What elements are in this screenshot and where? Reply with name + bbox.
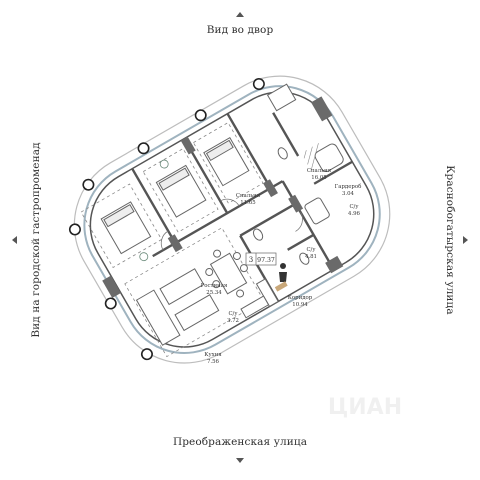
zone-outlines xyxy=(80,122,265,358)
badge-rooms: 3 xyxy=(249,256,253,264)
caption-bottom: Преображенская улица xyxy=(172,436,308,448)
arrow-left-icon xyxy=(12,236,17,244)
room-name-0: Спальня xyxy=(307,168,332,174)
room-name-4: С/у xyxy=(306,247,316,253)
room-area-7: 3.72 xyxy=(227,318,239,324)
arrow-down-icon xyxy=(236,458,244,463)
outer-wall xyxy=(73,75,391,364)
area-badge: 3 97.37 xyxy=(245,252,277,266)
plant-icon xyxy=(139,159,169,262)
bathtub-icon xyxy=(304,143,344,225)
room-name-8: Кухня xyxy=(204,352,222,358)
room-name-6: Коридор xyxy=(288,295,313,301)
dining-table-icon xyxy=(205,249,248,298)
wall-blocks xyxy=(102,96,344,298)
room-area-3: 11.65 xyxy=(240,200,256,206)
badge-area: 97.37 xyxy=(257,257,275,264)
person-icon xyxy=(274,263,288,292)
room-name-2: С/у xyxy=(349,204,359,210)
kitchen-counter-icon xyxy=(240,278,279,319)
toilet-icon xyxy=(252,147,310,265)
sofa-icon xyxy=(135,83,297,346)
watermark: ЦИАН xyxy=(328,395,402,420)
room-area-1: 3.04 xyxy=(342,191,355,197)
arrow-right-icon xyxy=(463,236,468,244)
bed-icon xyxy=(100,137,250,255)
arrow-up-icon xyxy=(236,12,244,17)
room-name-5: Гостиная xyxy=(201,283,228,289)
wardrobe-hatch xyxy=(303,143,319,171)
room-area-8: 7.56 xyxy=(207,359,220,365)
room-area-2: 4.96 xyxy=(348,211,361,217)
room-area-0: 16.05 xyxy=(311,175,327,181)
room-name-1: Гардероб xyxy=(335,183,362,190)
window-marker xyxy=(68,78,265,361)
room-labels: Спальня16.05Гардероб3.04С/у4.96Спальня11… xyxy=(201,168,362,365)
door-swing xyxy=(160,198,303,251)
caption-top: Вид во двор xyxy=(206,24,274,36)
room-area-6: 10.94 xyxy=(292,302,308,308)
room-area-4: 4.81 xyxy=(305,254,317,260)
room-area-5: 25.34 xyxy=(206,290,222,296)
room-name-3: Спальня xyxy=(236,193,261,199)
room-name-7: С/у xyxy=(228,311,238,317)
